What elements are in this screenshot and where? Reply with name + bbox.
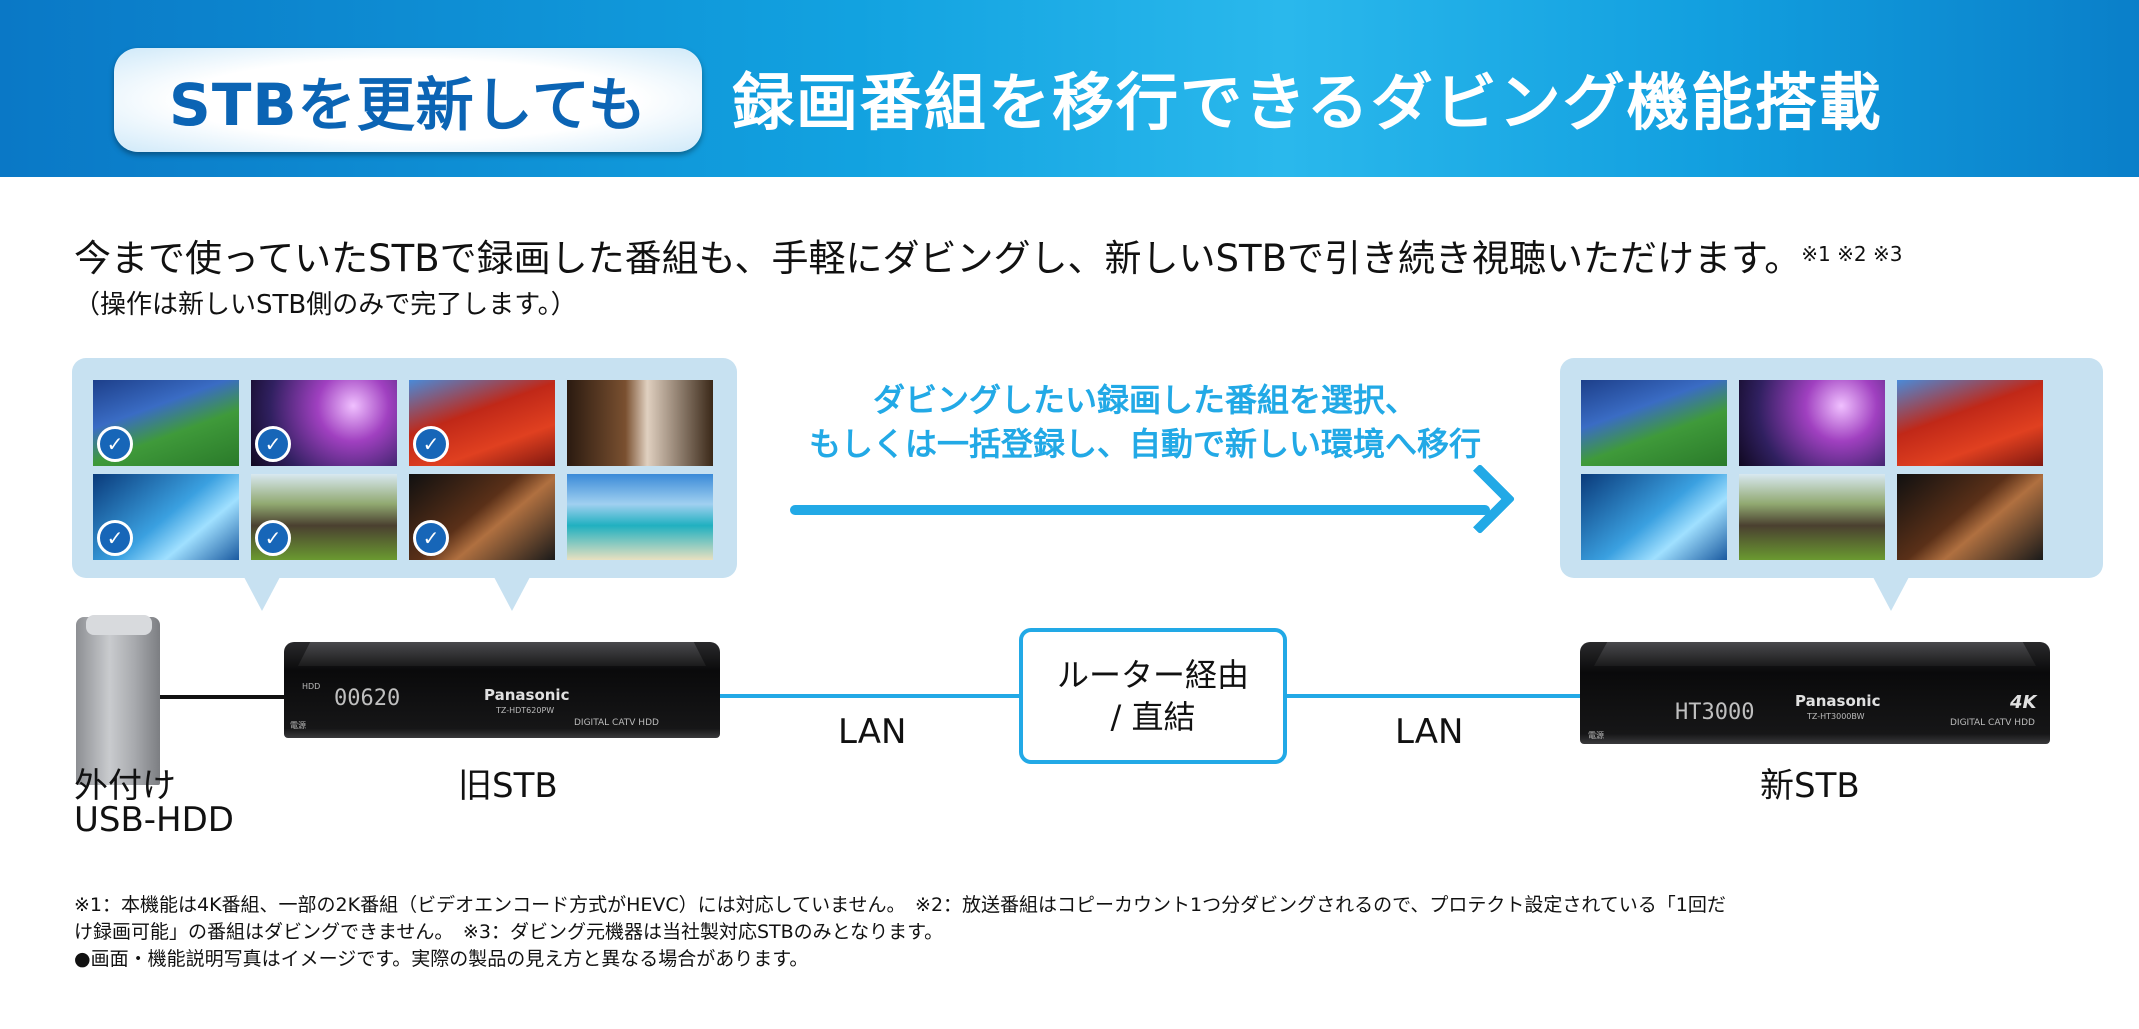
lan-label-left: LAN — [838, 712, 907, 752]
migration-caption: ダビングしたい録画した番組を選択、 もしくは一括登録し、自動で新しい環境へ移行 — [780, 378, 1510, 466]
stb-power-label: 電源 — [1588, 731, 1604, 740]
intro-main: 今まで使っていたSTBで録画した番組も、手軽にダビングし、新しいSTBで引き続き… — [74, 237, 1802, 280]
thumbnail-wildebeest: ✓ — [251, 474, 397, 560]
thumbnail-guitarist: ✓ — [251, 380, 397, 466]
header-pill: STBを更新しても — [114, 48, 702, 152]
lan-label-right: LAN — [1395, 712, 1464, 752]
arrow-right-icon — [790, 505, 1490, 515]
bubble-tail — [1873, 577, 1909, 611]
new-stb-image: HT3000 Panasonic TZ-HT3000BW 4K DIGITAL … — [1580, 642, 2050, 744]
usb-cable — [158, 695, 288, 699]
usb-hdd-image — [76, 615, 160, 785]
thumbnail-pagoda: ✓ — [409, 380, 555, 466]
thumbnail-lab — [1581, 474, 1727, 560]
intro-notes: ※1 ※2 ※3 — [1801, 242, 1903, 266]
lan-cable-left — [720, 694, 1020, 698]
thumbnail-beach — [567, 474, 713, 560]
thumbnail-violin — [1897, 474, 2043, 560]
lan-cable-right — [1287, 694, 1582, 698]
stb-badges: DIGITAL CATV HDD — [1950, 718, 2035, 728]
router-line-2: / 直結 — [1110, 698, 1196, 736]
hdd-label-2: USB-HDD — [74, 800, 234, 840]
stb-power-label: 電源 — [290, 721, 306, 730]
stb-display: 00620 — [334, 686, 401, 711]
stb-brand: Panasonic — [484, 686, 570, 704]
thumbnail-guitarist — [1739, 380, 1885, 466]
bubble-tail — [494, 577, 530, 611]
header-title: 録画番組を移行できるダビング機能搭載 — [732, 66, 1883, 139]
router-box: ルーター経由 / 直結 — [1019, 628, 1287, 764]
checkmark-icon: ✓ — [97, 520, 133, 556]
thumbnail-bar — [567, 380, 713, 466]
new-stb-label: 新STB — [1760, 766, 1860, 806]
thumbnail-soccer: ✓ — [93, 380, 239, 466]
router-line-1: ルーター経由 — [1056, 656, 1249, 694]
thumbnail-pagoda — [1897, 380, 2043, 466]
footnote-3: ●画面・機能説明写真はイメージです。実際の製品の見え方と異なる場合があります。 — [74, 948, 809, 970]
old-stb-label: 旧STB — [458, 766, 558, 806]
stb-badges: DIGITAL CATV HDD — [574, 718, 659, 728]
hdd-label-1: 外付け — [74, 766, 176, 806]
stb-display: HT3000 — [1675, 700, 1755, 725]
footnote-1: ※1：本機能は4K番組、一部の2K番組（ビデオエンコード方式がHEVC）には対応… — [74, 894, 1726, 916]
checkmark-icon: ✓ — [97, 426, 133, 462]
checkmark-icon: ✓ — [413, 520, 449, 556]
checkmark-icon: ✓ — [413, 426, 449, 462]
thumbnail-lab: ✓ — [93, 474, 239, 560]
checkmark-icon: ✓ — [255, 520, 291, 556]
thumbnail-wildebeest — [1739, 474, 1885, 560]
stb-brand: Panasonic — [1795, 692, 1881, 710]
intro-text: 今まで使っていたSTBで録画した番組も、手軽にダビングし、新しいSTBで引き続き… — [74, 228, 1902, 282]
thumbnail-violin: ✓ — [409, 474, 555, 560]
header-banner: STBを更新しても 録画番組を移行できるダビング機能搭載 — [0, 0, 2139, 177]
stb-4k-badge: 4K — [2010, 692, 2037, 713]
intro-sub: （操作は新しいSTB側のみで完了します。） — [74, 290, 577, 320]
caption-line-2: もしくは一括登録し、自動で新しい環境へ移行 — [808, 425, 1481, 463]
bubble-tail — [244, 577, 280, 611]
caption-line-1: ダビングしたい録画した番組を選択、 — [872, 381, 1417, 419]
footnote-2: け録画可能」の番組はダビングできません。 ※3：ダビング元機器は当社製対応STB… — [74, 921, 944, 943]
stb-hdd-indicator: HDD — [302, 682, 321, 691]
stb-model: TZ-HDT620PW — [496, 706, 555, 715]
checkmark-icon: ✓ — [255, 426, 291, 462]
thumbnail-soccer — [1581, 380, 1727, 466]
stb-model: TZ-HT3000BW — [1807, 712, 1865, 721]
arrow-head-icon — [1444, 463, 1516, 535]
old-stb-image: HDD 00620 Panasonic TZ-HDT620PW DIGITAL … — [284, 642, 720, 738]
